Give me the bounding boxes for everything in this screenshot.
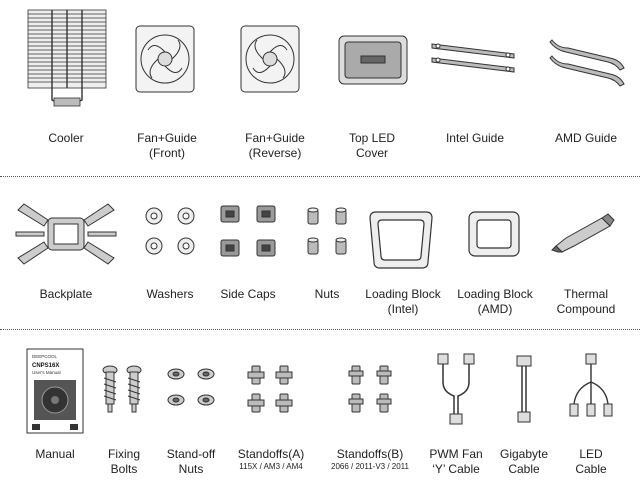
standoffs-a-image [246, 362, 294, 421]
amd-guide-image [548, 34, 628, 91]
washers-label: Washers [147, 287, 194, 302]
side-caps-image [215, 202, 281, 267]
loading-block-amd-image [467, 210, 521, 263]
standoff-nuts-label: Stand-offNuts [167, 447, 215, 477]
backplate-image [14, 196, 118, 277]
pwm-y-cable-label: PWM Fan‘Y’ Cable [429, 447, 482, 477]
fan-front-image [134, 24, 196, 101]
amd-guide-label: AMD Guide [555, 131, 617, 146]
thermal-compound-image [552, 212, 616, 257]
standoffs-a-sublabel: 115X / AM3 / AM4 [238, 462, 304, 472]
fixing-bolts-label: FixingBolts [108, 447, 140, 477]
top-led-cover-image [337, 34, 409, 91]
backplate-label: Backplate [40, 287, 93, 302]
fan-reverse-image [239, 24, 301, 101]
side-caps-label: Side Caps [220, 287, 275, 302]
washers-image [142, 206, 198, 261]
intel-guide-image [428, 38, 522, 83]
manual-model: CNPS16X [32, 363, 59, 369]
loading-block-intel-image [368, 208, 434, 277]
loading-block-amd-label: Loading Block(AMD) [457, 287, 532, 317]
divider-2 [0, 329, 640, 330]
standoff-nuts-image [166, 366, 216, 415]
standoffs-b-label: Standoffs(B)2066 / 2011-V3 / 2011 [331, 447, 409, 472]
led-cable-label: LEDCable [575, 447, 606, 477]
fan-reverse-label: Fan+Guide(Reverse) [245, 131, 305, 161]
loading-block-intel-label: Loading Block(Intel) [365, 287, 440, 317]
gigabyte-cable-label: GigabyteCable [500, 447, 548, 477]
divider-1 [0, 176, 640, 177]
standoffs-a-label: Standoffs(A)115X / AM3 / AM4 [238, 447, 304, 472]
pwm-y-cable-image [436, 352, 476, 433]
thermal-compound-label: ThermalCompound [557, 287, 616, 317]
gigabyte-cable-image [514, 354, 534, 431]
manual-label: Manual [35, 447, 74, 462]
intel-guide-label: Intel Guide [446, 131, 504, 146]
led-cable-image [568, 352, 614, 433]
top-led-cover-label: Top LEDCover [349, 131, 395, 161]
cooler-image [22, 4, 112, 119]
manual-brand: DEEPCOOL [32, 354, 58, 359]
standoffs-b-sublabel: 2066 / 2011-V3 / 2011 [331, 462, 409, 472]
cooler-label: Cooler [48, 131, 83, 146]
manual-title: User's Manual [32, 370, 61, 375]
fixing-bolts-image [100, 364, 148, 419]
nuts-label: Nuts [315, 287, 340, 302]
fan-front-label: Fan+Guide(Front) [137, 131, 197, 161]
standoffs-b-image [346, 362, 394, 421]
manual-image: DEEPCOOL CNPS16X User's Manual [26, 348, 84, 439]
nuts-image [302, 204, 352, 265]
